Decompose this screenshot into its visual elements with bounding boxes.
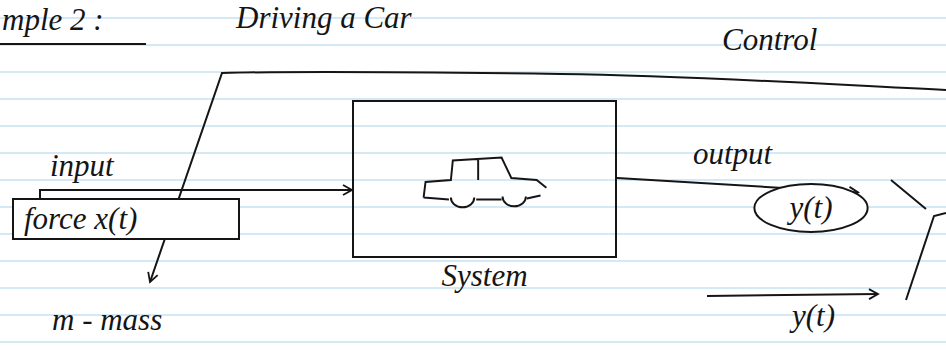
ruled-line [0,341,946,342]
input-box: force x(t) [12,198,240,240]
output-signal-label: y(t) [792,298,835,334]
circle-outline-path [754,184,867,232]
ruled-line [0,152,946,153]
signal-arrow [40,190,352,198]
car-wheel [503,197,526,207]
ruled-lines [0,18,946,342]
edge-stroke [891,180,946,300]
page-title: Driving a Car [236,0,412,36]
box-text: force x(t) [24,201,137,237]
ruled-line [0,179,946,180]
control-line [150,72,946,282]
ruled-line [0,125,946,126]
control-label: Control [722,22,817,58]
heading-fragment: mple 2 : [2,2,104,38]
heading-underline [0,43,146,45]
system-caption: System [354,258,615,294]
mass-label: m - mass [52,302,162,338]
second-output-arrow [707,294,878,296]
car-illustration [354,102,615,256]
ruled-line [0,17,946,18]
edge-label: input [50,148,114,184]
circle-text: y(t) [789,190,832,226]
car-wheel [451,198,474,208]
output-circle: y(t) [752,182,870,234]
edge-label: output [693,136,772,172]
system-box: System [352,100,617,258]
car-body [424,158,547,200]
